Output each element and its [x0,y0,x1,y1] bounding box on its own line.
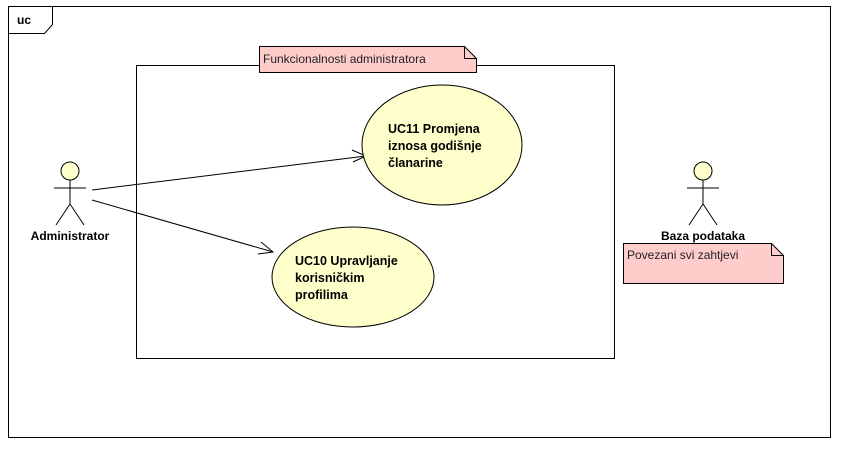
use-case-line-1: UC11 Promjena [388,122,481,136]
actor-leg-right [702,203,718,226]
use-case-line-1: UC10 Upravljanje [295,254,398,268]
use-case-ellipse [361,84,523,206]
use-case-line-2: korisničkim [295,271,364,285]
association-line [91,199,274,253]
frame-label: uc [17,13,31,27]
frame-tab [8,6,53,34]
actor-leg-left [55,203,71,226]
boundary-note-shape [259,46,477,73]
use-case-line-3: članarine [388,156,443,170]
association-line [91,155,367,191]
actor-label: Administrator [31,229,110,243]
actor-leg-left [688,203,704,226]
database-note: Povezani svi zahtjevi [623,243,784,284]
actor-head [693,161,713,181]
arrowhead [257,241,275,255]
use-case-uc10[interactable]: UC10 Upravljanje korisničkim profilima [271,226,435,328]
database-note-shape [623,243,784,284]
boundary-note-text: Funkcionalnosti administratora [263,52,426,66]
use-case-ellipse [271,226,435,328]
boundary-note: Funkcionalnosti administratora [259,46,477,73]
use-case-line-2: iznosa godišnje [388,139,482,153]
actor-administrator[interactable]: Administrator [31,161,110,243]
actor-leg-right [69,203,85,226]
actor-database[interactable]: Baza podataka [661,161,745,243]
use-case-line-3: profilima [295,288,349,302]
database-note-fold [771,243,784,256]
use-case-uc11[interactable]: UC11 Promjena iznosa godišnje članarine [361,84,523,206]
actor-head [60,161,80,181]
database-note-text: Povezani svi zahtjevi [627,248,738,262]
association-uc10 [91,199,275,255]
boundary-note-fold [464,46,477,59]
actor-label: Baza podataka [661,229,745,243]
